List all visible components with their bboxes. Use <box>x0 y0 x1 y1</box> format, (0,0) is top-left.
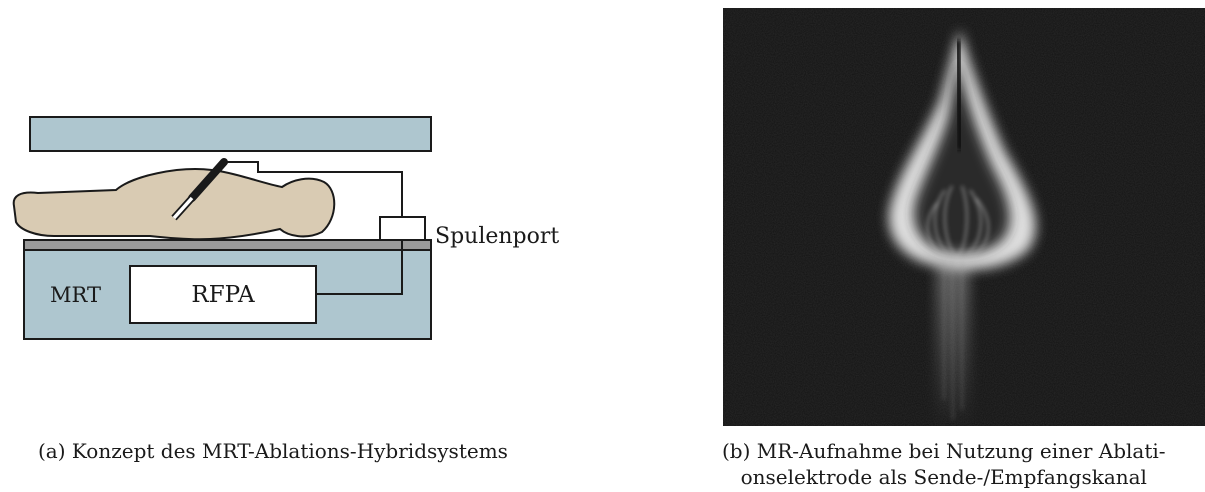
coil-port-label: Spulenport <box>435 224 559 249</box>
mr-image <box>723 8 1205 426</box>
caption-b: (b) MR-Aufnahme bei Nutzung einer Ablati… <box>722 438 1166 490</box>
rfpa-cable <box>316 240 403 295</box>
mrt-label: MRT <box>50 283 101 307</box>
electrode-cable <box>222 161 403 217</box>
scanner-upper-bore <box>29 116 432 152</box>
caption-a: (a) Konzept des MRT-Ablations-Hybridsyst… <box>38 439 508 463</box>
patient-table <box>23 239 432 251</box>
patient-body <box>12 168 336 241</box>
caption-b-line1: (b) MR-Aufnahme bei Nutzung einer Ablati… <box>722 439 1166 463</box>
caption-b-line2: onselektrode als Sende-/Empfangskanal <box>740 465 1147 489</box>
mr-artifact-streaks <box>926 185 990 259</box>
rfpa-box <box>129 265 317 324</box>
ablation-electrode <box>171 158 228 221</box>
rfpa-label: RFPA <box>191 282 255 308</box>
concept-diagram: RFPA MRT Spulenport <box>12 116 559 340</box>
coil-port-box <box>379 216 426 241</box>
